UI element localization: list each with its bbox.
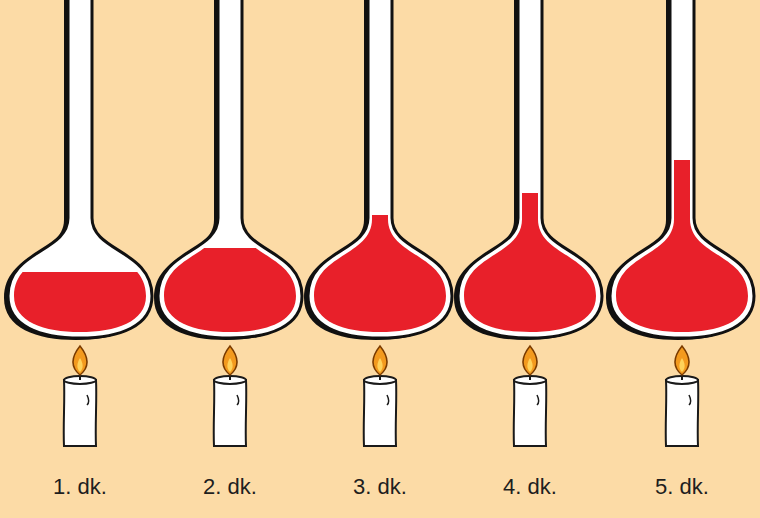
time-label: 5. dk.: [655, 474, 709, 500]
flask: [0, 0, 160, 446]
flask: [450, 0, 610, 446]
time-label: 4. dk.: [503, 474, 557, 500]
flask: [150, 0, 310, 446]
time-label: 1. dk.: [53, 474, 107, 500]
time-label: 3. dk.: [353, 474, 407, 500]
flask: [300, 0, 460, 446]
flask: [602, 0, 760, 446]
time-label: 2. dk.: [203, 474, 257, 500]
